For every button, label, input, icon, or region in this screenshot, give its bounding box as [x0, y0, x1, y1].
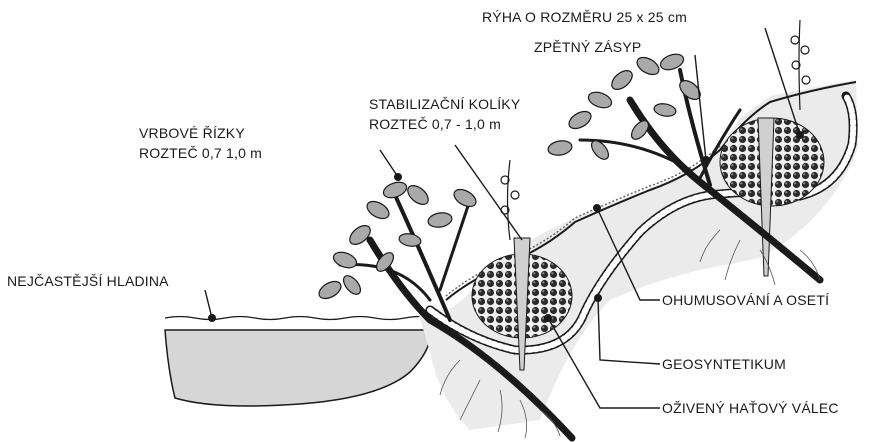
label-backfill: ZPĚTNÝ ZÁSYP: [534, 38, 641, 57]
leader-cuttings: [380, 150, 398, 177]
label-cuttings-line2: ROZTEČ 0,7 1,0 m: [139, 144, 262, 163]
dot-topsoil: [593, 204, 601, 212]
label-water-level: NEJČASTĚJŠÍ HLADINA: [7, 272, 169, 291]
label-cuttings-line1: VRBOVÉ ŘÍZKY: [139, 124, 245, 143]
water-body: [165, 317, 432, 407]
leader-geosynthetic: [598, 298, 660, 364]
dot-trench: [796, 131, 804, 139]
label-geosynthetic: GEOSYNTETIKUM: [662, 355, 786, 374]
label-trench: RÝHA O ROZMĚRU 25 x 25 cm: [482, 8, 687, 27]
dot-water-level: [208, 314, 216, 322]
dot-cuttings: [394, 173, 402, 181]
label-topsoil: OHUMUSOVÁNÍ A OSETÍ: [662, 291, 829, 310]
label-stakes-line1: STABILIZAČNÍ KOLÍKY: [369, 95, 520, 114]
leader-water-level: [205, 290, 212, 318]
dot-fascine: [544, 314, 552, 322]
dot-backfill: [702, 156, 710, 164]
label-fascine: OŽIVENÝ HAŤOVÝ VÁLEC: [662, 399, 839, 418]
dot-geosynthetic: [594, 294, 602, 302]
label-stakes-line2: ROZTEČ 0,7 - 1,0 m: [369, 115, 501, 134]
